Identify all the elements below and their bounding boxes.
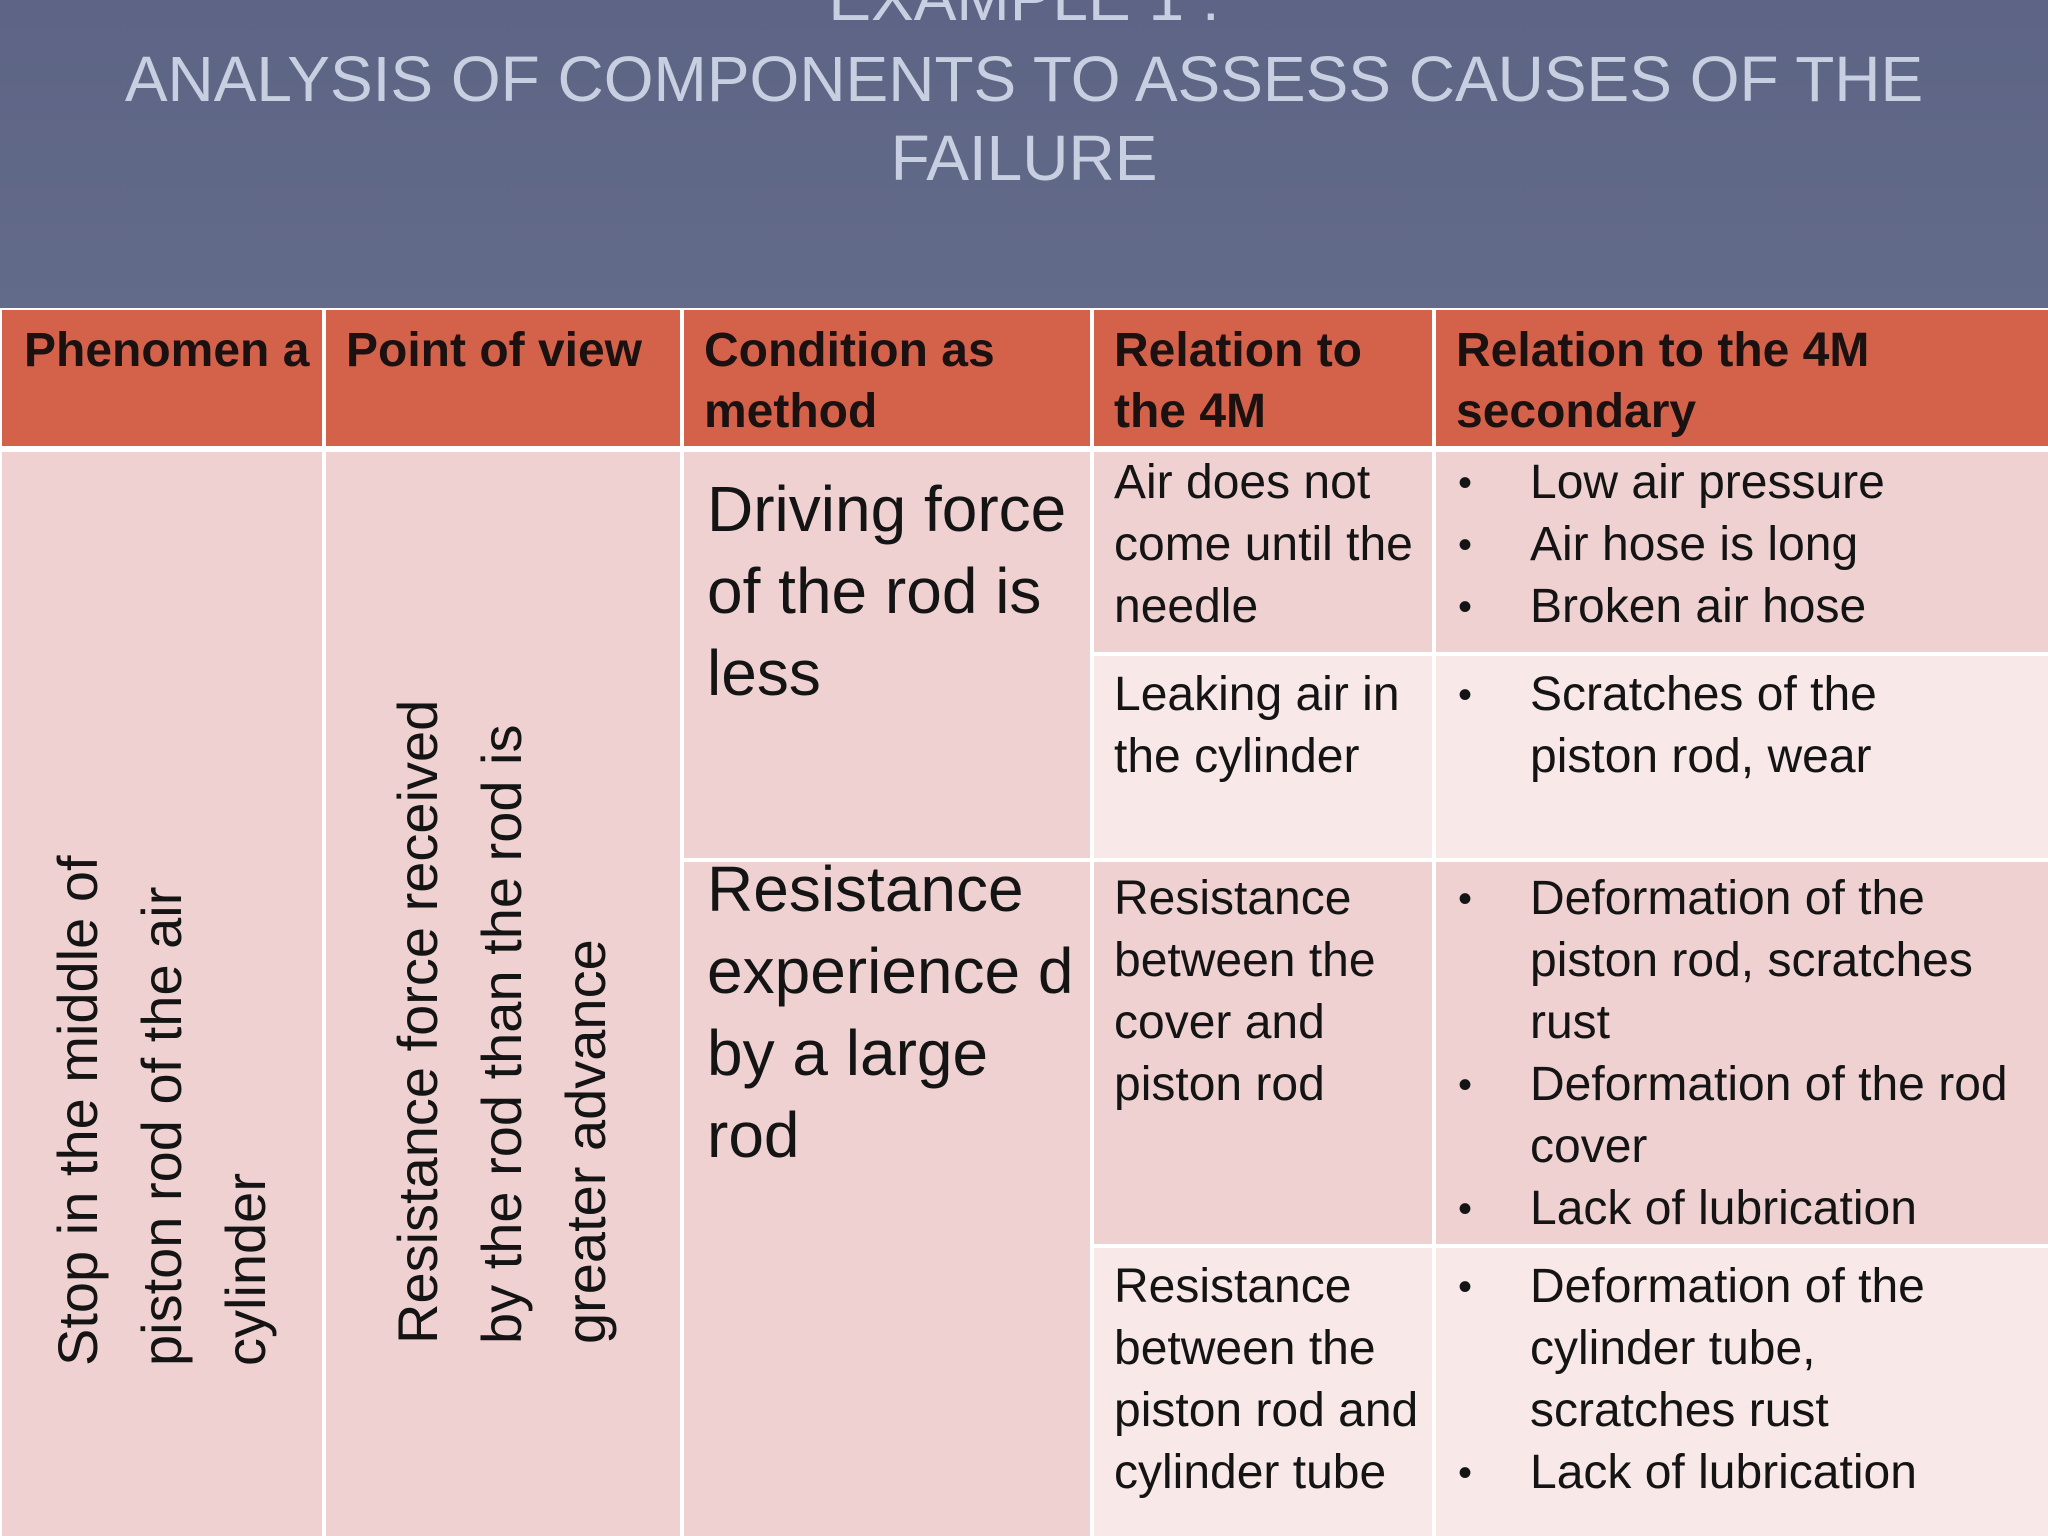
slide-title-line-3: FAILURE xyxy=(890,122,1158,194)
header-relation-4m-secondary: Relation to the 4M secondary xyxy=(1436,310,2048,446)
list-item: •Scratches of the piston rod, wear xyxy=(1448,664,1948,788)
phenomena-text: Stop in the middle of piston rod of the … xyxy=(46,855,277,1366)
condition-cell-1: Driving force of the rod is less xyxy=(684,452,1090,858)
secondary-list-3: •Deformation of the piston rod, scratche… xyxy=(1448,868,2048,1240)
header-point-of-view: Point of view xyxy=(326,310,680,446)
point-of-view-text: Resistance force received by the rod tha… xyxy=(386,699,617,1344)
bullet-icon: • xyxy=(1458,585,1473,629)
analysis-table: Phenomen a Point of view Condition as me… xyxy=(0,308,2048,1536)
relation-text-4: Resistance between the piston rod and cy… xyxy=(1114,1260,1419,1499)
secondary-cell-1: •Low air pressure •Air hose is long •Bro… xyxy=(1436,452,2048,652)
list-item: •Lack of lubrication xyxy=(1448,1178,2048,1240)
bullet-icon: • xyxy=(1458,523,1473,567)
bullet-icon: • xyxy=(1458,1265,1473,1309)
relation-cell-3: Resistance between the cover and piston … xyxy=(1094,862,1432,1244)
header-condition: Condition as method xyxy=(684,310,1090,446)
bullet-icon: • xyxy=(1458,877,1473,921)
list-item: •Broken air hose xyxy=(1448,576,2038,638)
slide-title-line-2: ANALYSIS OF COMPONENTS TO ASSESS CAUSES … xyxy=(124,43,1924,115)
list-item: •Air hose is long xyxy=(1448,514,2038,576)
list-item: •Low air pressure xyxy=(1448,452,2038,514)
relation-cell-1: Air does not come until the needle xyxy=(1094,452,1432,652)
condition-cell-2: Resistance experience d by a large rod xyxy=(684,862,1090,1536)
condition-text-2: Resistance experience d by a large rod xyxy=(707,862,1074,1171)
header-phenomena: Phenomen a xyxy=(2,310,322,446)
list-item: •Deformation of the piston rod, scratche… xyxy=(1448,868,2048,1054)
relation-text-2: Leaking air in the cylinder xyxy=(1114,668,1400,783)
secondary-list-2: •Scratches of the piston rod, wear xyxy=(1448,664,1948,788)
relation-cell-2: Leaking air in the cylinder xyxy=(1094,656,1432,858)
secondary-list-1: •Low air pressure •Air hose is long •Bro… xyxy=(1448,452,2038,638)
relation-cell-4: Resistance between the piston rod and cy… xyxy=(1094,1248,1432,1536)
bullet-icon: • xyxy=(1458,673,1473,717)
bullet-icon: • xyxy=(1458,1063,1473,1107)
list-item: •Deformation of the cylinder tube, scrat… xyxy=(1448,1256,1988,1442)
slide-title-line-1: EXAMPLE 1 : xyxy=(0,0,2048,38)
list-item: •Deformation of the rod cover xyxy=(1448,1054,2048,1178)
header-relation-4m: Relation to the 4M xyxy=(1094,310,1432,446)
list-item: •Lack of lubrication xyxy=(1448,1442,1988,1504)
phenomena-cell: Stop in the middle of piston rod of the … xyxy=(2,452,322,1536)
bullet-icon: • xyxy=(1458,1187,1473,1231)
slide-title-bar: EXAMPLE 1 : ANALYSIS OF COMPONENTS TO AS… xyxy=(0,0,2048,308)
relation-text-3: Resistance between the cover and piston … xyxy=(1114,872,1376,1111)
bullet-icon: • xyxy=(1458,461,1473,505)
secondary-cell-4: •Deformation of the cylinder tube, scrat… xyxy=(1436,1248,2048,1536)
secondary-cell-3: •Deformation of the piston rod, scratche… xyxy=(1436,862,2048,1244)
secondary-list-4: •Deformation of the cylinder tube, scrat… xyxy=(1448,1256,1988,1504)
secondary-cell-2: •Scratches of the piston rod, wear xyxy=(1436,656,2048,858)
bullet-icon: • xyxy=(1458,1451,1473,1495)
condition-text-1: Driving force of the rod is less xyxy=(707,473,1067,709)
point-of-view-cell: Resistance force received by the rod tha… xyxy=(326,452,680,1536)
relation-text-1: Air does not come until the needle xyxy=(1114,456,1413,633)
